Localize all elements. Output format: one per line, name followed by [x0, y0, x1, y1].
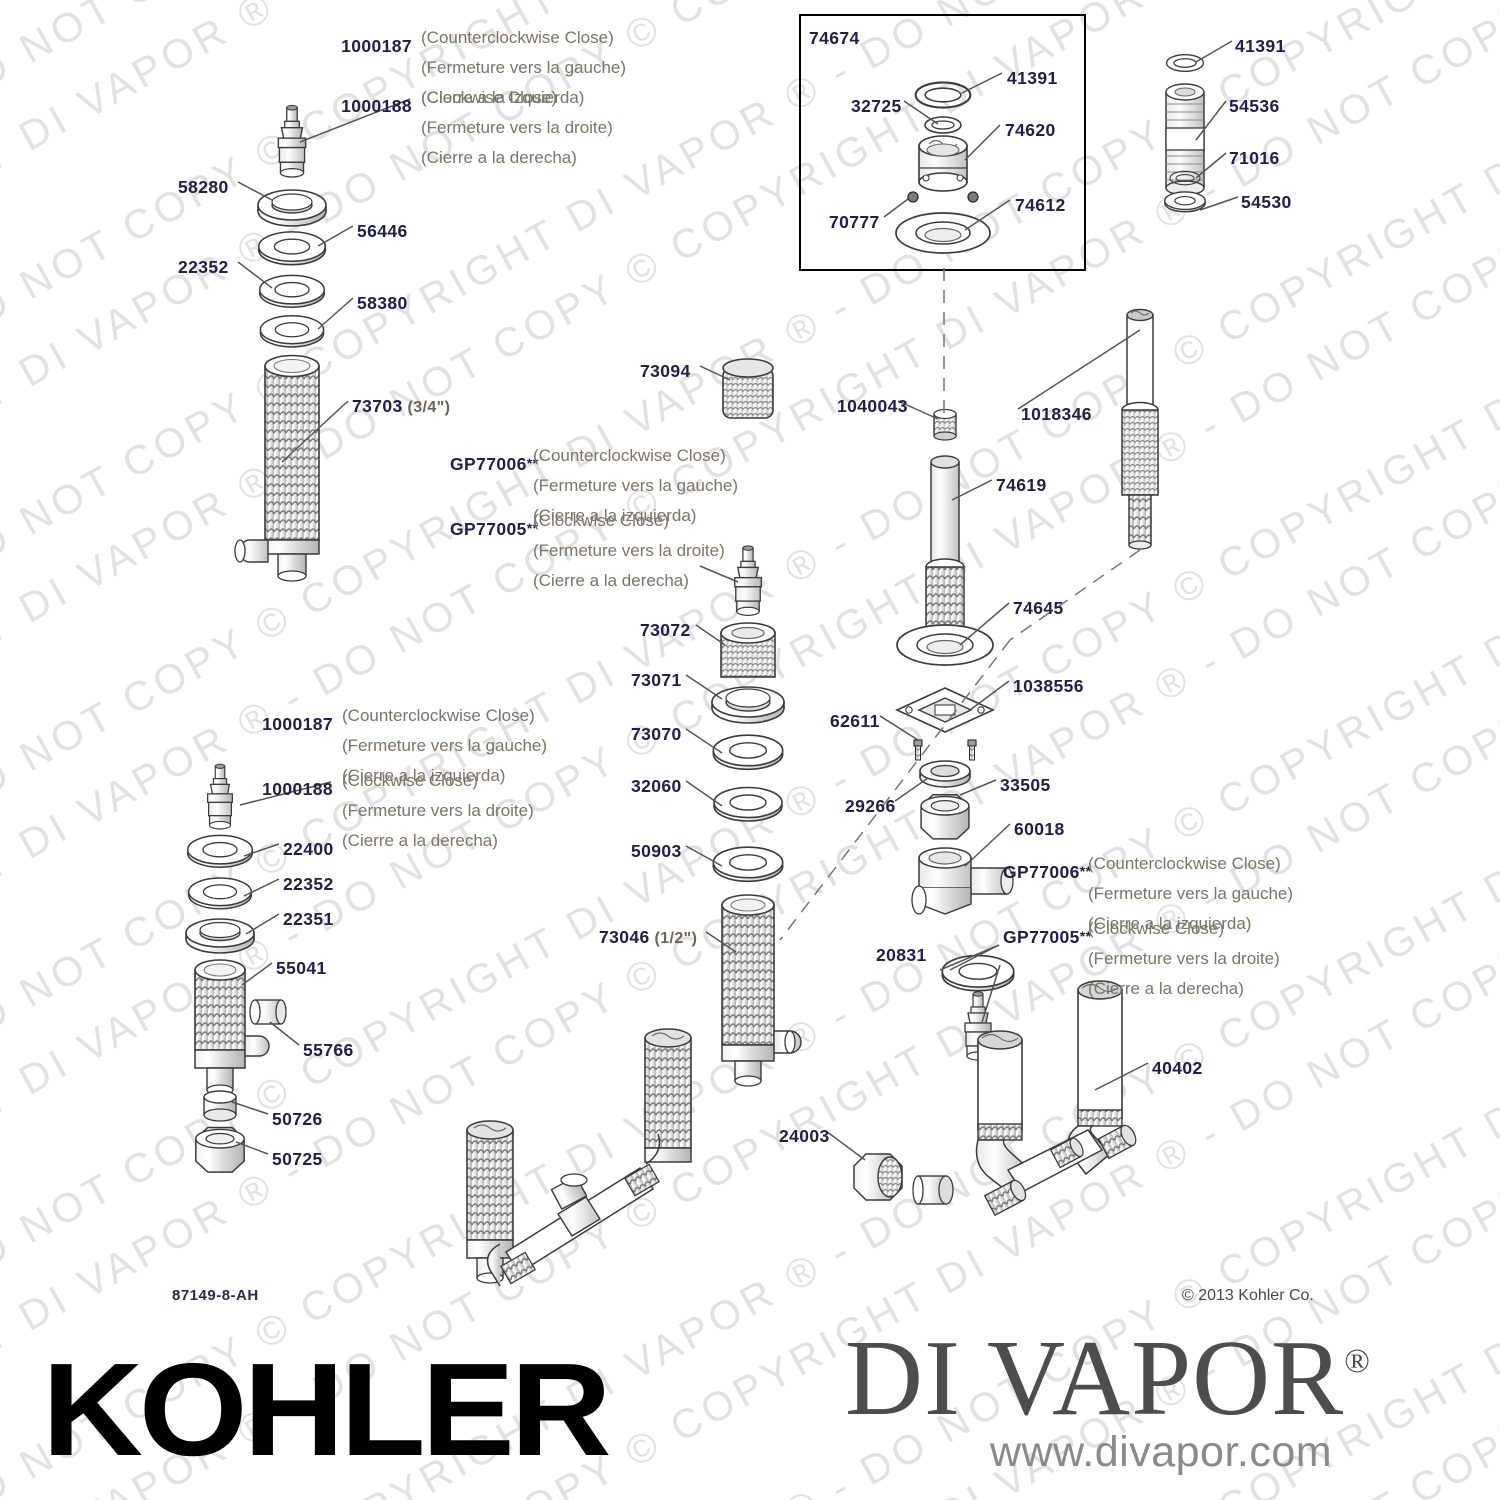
part-label-22352: 22352 — [283, 874, 334, 894]
part-label-32060: 32060 — [631, 776, 682, 796]
part-label-74620: 74620 — [1005, 120, 1056, 140]
desc-GP77006-mid-line-3: (Cierre a la izquierda) — [533, 506, 697, 525]
part-label-22351: 22351 — [283, 909, 334, 929]
kohler-logo: KOHLER — [42, 1336, 612, 1483]
part-label-55766: 55766 — [303, 1040, 354, 1060]
part-label-1000188: 1000188 — [341, 96, 412, 116]
desc-1000188-mid-line-2: (Fermeture vers la droite) — [342, 801, 534, 820]
registered-trademark-icon: ® — [1344, 1343, 1372, 1380]
part-label-GP77005: GP77005** — [450, 519, 539, 539]
desc-GP77006-low-line-1: (Counterclockwise Close) — [1088, 854, 1281, 873]
part-size-73703: (3/4") — [402, 399, 451, 416]
part-label-70777: 70777 — [829, 212, 880, 232]
desc-1000188-top-line-2: (Fermeture vers la droite) — [421, 118, 613, 137]
part-label-74645: 74645 — [1013, 598, 1064, 618]
part-label-58380: 58380 — [357, 293, 408, 313]
desc-1000187-top-line-1: (Counterclockwise Close) — [421, 28, 614, 47]
desc-1000187-mid-line-1: (Counterclockwise Close) — [342, 706, 535, 725]
part-label-50726: 50726 — [272, 1109, 323, 1129]
part-label-24003: 24003 — [779, 1126, 830, 1146]
desc-GP77006-low-line-2: (Fermeture vers la gauche) — [1088, 884, 1294, 903]
part-label-73071: 73071 — [631, 670, 682, 690]
desc-1000187-mid-line-2: (Fermeture vers la gauche) — [342, 736, 548, 755]
part-label-41391: 41391 — [1007, 68, 1058, 88]
part-label-74674: 74674 — [809, 28, 860, 48]
desc-GP77006-mid-line-2: (Fermeture vers la gauche) — [533, 476, 739, 495]
part-label-20831: 20831 — [876, 945, 927, 965]
divapor-logo: DI VAPOR® — [845, 1325, 1371, 1433]
copyright-notice: © 2013 Kohler Co. — [1182, 1287, 1314, 1304]
desc-GP77005-mid-line-1: (Clockwise Close) — [533, 511, 670, 530]
part-label-55041: 55041 — [276, 958, 327, 978]
part-label-50725: 50725 — [272, 1149, 323, 1169]
part-label-62611: 62611 — [830, 711, 880, 731]
desc-GP77005-mid-line-2: (Fermeture vers la droite) — [533, 541, 725, 560]
part-label-GP77006: GP77006** — [450, 454, 539, 474]
part-label-1000187: 1000187 — [262, 714, 333, 734]
desc-GP77005-low-line-2: (Fermeture vers la droite) — [1088, 949, 1280, 968]
part-label-1040043: 1040043 — [837, 396, 908, 416]
part-label-40402: 40402 — [1152, 1058, 1203, 1078]
part-label-29266: 29266 — [845, 796, 896, 816]
part-label-1000187: 1000187 — [341, 36, 412, 56]
desc-1000187-top-line-3: (Cierre a la izquierda) — [421, 88, 585, 107]
desc-GP77006-mid-line-1: (Counterclockwise Close) — [533, 446, 726, 465]
desc-1000188-mid-line-3: (Cierre a la derecha) — [342, 831, 498, 850]
part-label-1018346: 1018346 — [1021, 404, 1092, 424]
desc-1000188-mid-line-1: (Clockwise Close) — [342, 771, 479, 790]
part-label-22352: 22352 — [178, 257, 229, 277]
part-size-73046: (1/2") — [649, 930, 698, 947]
part-label-41391: 41391 — [1235, 36, 1286, 56]
desc-GP77005-low-line-1: (Clockwise Close) — [1088, 919, 1225, 938]
part-label-56446: 56446 — [357, 221, 408, 241]
desc-1000188-top-line-1: (Clockwise Close) — [421, 88, 558, 107]
part-label-GP77005: GP77005** — [1003, 927, 1092, 947]
desc-1000188-top-line-3: (Cierre a la derecha) — [421, 148, 577, 167]
part-label-GP77006: GP77006** — [1003, 862, 1092, 882]
part-label-71016: 71016 — [1229, 148, 1280, 168]
inset-box-74674 — [799, 14, 1086, 271]
part-label-73046: 73046 (1/2") — [599, 927, 698, 947]
desc-GP77005-mid-line-3: (Cierre a la derecha) — [533, 571, 689, 590]
part-label-22400: 22400 — [283, 839, 334, 859]
part-label-1038556: 1038556 — [1013, 676, 1084, 696]
part-label-73072: 73072 — [640, 620, 691, 640]
part-label-73094: 73094 — [640, 361, 691, 381]
part-label-58280: 58280 — [178, 177, 229, 197]
desc-GP77006-low-line-3: (Cierre a la izquierda) — [1088, 914, 1252, 933]
divapor-wordmark: DI VAPOR — [845, 1319, 1345, 1438]
part-label-33505: 33505 — [1000, 775, 1051, 795]
part-label-54530: 54530 — [1241, 192, 1292, 212]
part-label-32725: 32725 — [851, 96, 902, 116]
part-label-54536: 54536 — [1229, 96, 1280, 116]
part-label-50903: 50903 — [631, 841, 682, 861]
divapor-website-url: www.divapor.com — [990, 1428, 1333, 1476]
desc-1000187-top-line-2: (Fermeture vers la gauche) — [421, 58, 627, 77]
part-label-1000188: 1000188 — [262, 779, 333, 799]
part-label-73070: 73070 — [631, 724, 682, 744]
part-label-60018: 60018 — [1014, 819, 1065, 839]
part-label-74619: 74619 — [996, 475, 1047, 495]
part-label-74612: 74612 — [1015, 195, 1066, 215]
desc-1000187-mid-line-3: (Cierre a la izquierda) — [342, 766, 506, 785]
desc-GP77005-low-line-3: (Cierre a la derecha) — [1088, 979, 1244, 998]
part-label-73703: 73703 (3/4") — [352, 396, 451, 416]
document-code: 87149-8-AH — [172, 1287, 259, 1304]
